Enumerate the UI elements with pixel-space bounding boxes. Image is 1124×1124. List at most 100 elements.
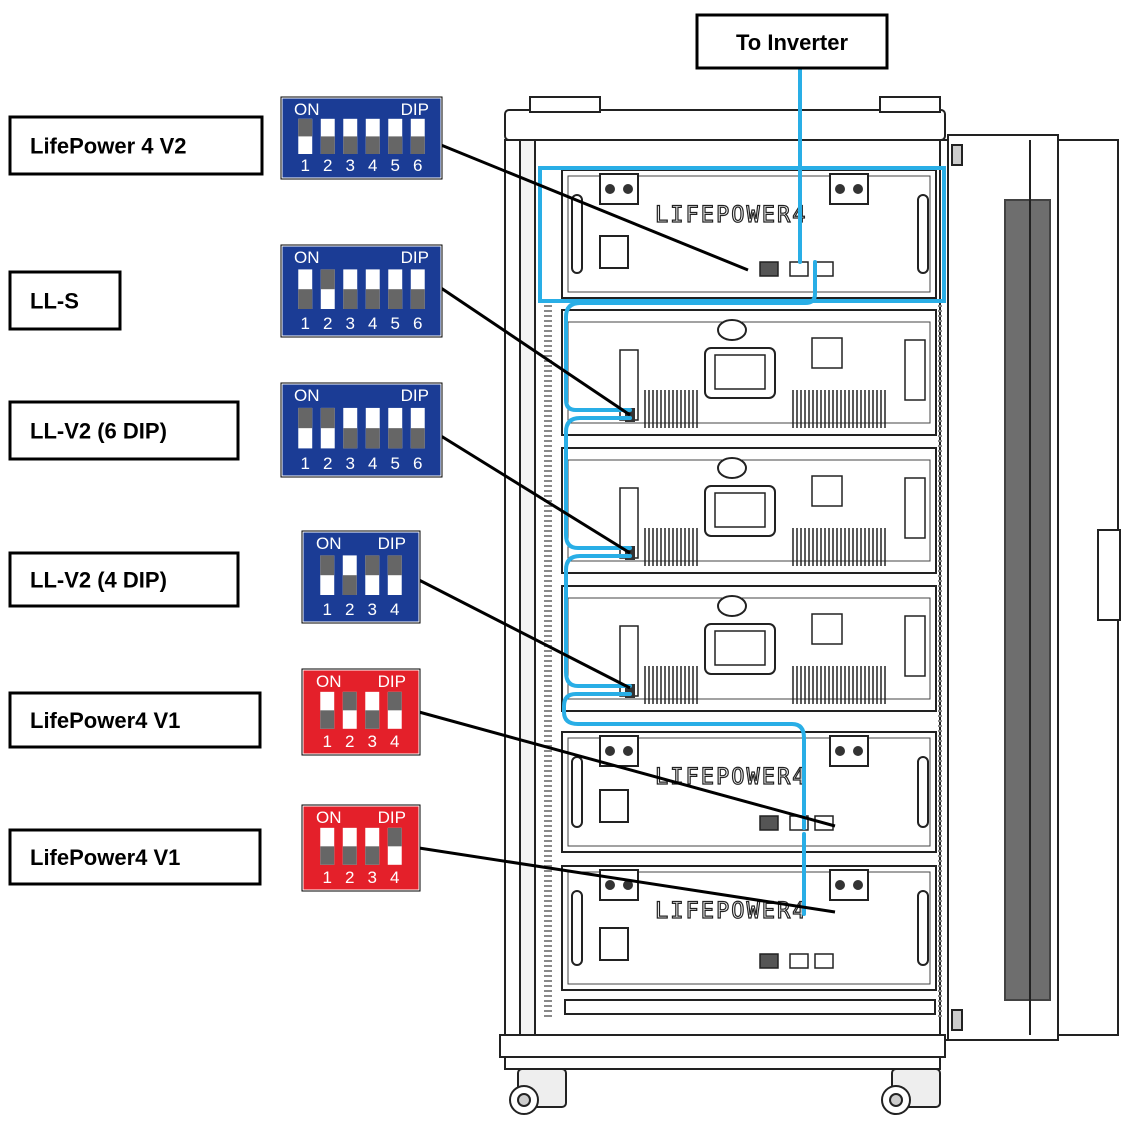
dip-on-label: ON [316,534,342,553]
inverter-label-box [695,13,889,70]
dip-switch-5: 5 [388,407,403,473]
leader-line-5 [418,710,836,828]
dip-switch-number: 6 [413,314,422,333]
dip-on-label: ON [316,672,342,691]
dip-switch-3: 3 [365,555,380,619]
dip-switch-number: 3 [346,314,355,333]
dip-switch-4: 4 [365,269,380,333]
dip-switch-4: 4 [387,691,402,751]
model-label: LL-V2 (6 DIP) [30,419,167,444]
dip-switch-1: 1 [320,555,335,619]
dip-switch-number: 6 [413,454,422,473]
dip-switch-2: 2 [342,555,357,619]
dip-on-label: ON [294,386,320,405]
dip-on-label: ON [294,248,320,267]
dip-switch-number: 1 [323,600,332,619]
cable-ll1-to-ll2 [564,416,632,550]
model-label-box [8,115,264,176]
dip-switch-6: 6 [410,118,425,175]
rack-cabinet [499,96,1121,1115]
inverter-label: To Inverter [736,30,849,55]
dip-switch-number: 2 [323,454,332,473]
dip-switch-5: 5 [388,269,403,333]
model-label: LifePower4 V1 [30,708,180,733]
dip-switch-number: 4 [390,600,399,619]
dip-switch-number: 1 [301,314,310,333]
model-label-box [8,400,240,461]
dip-switch-2: 2 [342,827,357,887]
ll-module-2 [561,447,937,574]
leader-line-3 [440,434,631,555]
dip-title-label: DIP [378,808,406,827]
dip-title-label: DIP [401,100,429,119]
brand-text: LIFEPOWER4 [655,765,807,790]
model-label: LL-S [30,289,79,314]
cable-ll3-to-lp4v1 [562,692,806,830]
ll-module-3 [561,585,937,712]
dip-on-label: ON [294,100,320,119]
dip-switch-3: 3 [343,269,358,333]
leader-line-6 [418,846,836,914]
dip-switch-4: 4 [387,827,402,887]
dip-switch-number: 4 [368,156,377,175]
leader-line-1 [440,143,749,272]
dip-switch-number: 3 [368,868,377,887]
dip-switch-3: 3 [343,407,358,473]
dip-switch-number: 1 [301,156,310,175]
dip-switch-3: 3 [365,827,380,887]
dip-switch-4: 4 [387,555,402,619]
dip-switch-2: 2 [320,269,335,333]
dip-switch-1: 1 [298,118,313,175]
dip-switch-number: 4 [368,454,377,473]
model-label-box [8,691,262,749]
dip-switch-4: 4 [365,118,380,175]
lifepower4-v1-module-2: LIFEPOWER4 [561,865,937,991]
dip-switch-number: 2 [323,314,332,333]
dip-switch-1: 1 [298,407,313,473]
dip-switch-2: 2 [320,407,335,473]
dip-switch-number: 1 [301,454,310,473]
model-label-box [8,270,122,331]
dip-switch-number: 2 [345,600,354,619]
brand-text: LIFEPOWER4 [655,203,807,228]
model-label: LifePower 4 V2 [30,134,187,159]
dip-title-label: DIP [401,248,429,267]
dip-title-label: DIP [378,534,406,553]
dip-switch-number: 5 [391,314,400,333]
dip-switch-2: 2 [342,691,357,751]
dip-switch-number: 4 [368,314,377,333]
lifepower4-v2-module: LIFEPOWER4 [561,169,937,299]
cable-ll2-to-ll3 [564,554,632,688]
dip-title-label: DIP [378,672,406,691]
dip-switch-1: 1 [320,827,335,887]
dip-switch-number: 2 [323,156,332,175]
dip-switch-number: 1 [323,868,332,887]
top-module-highlight [538,166,946,303]
dip-switch-number: 3 [368,600,377,619]
dip-switch-3: 3 [343,118,358,175]
dip-switch-5: 5 [388,118,403,175]
model-label-box [8,551,240,608]
leader-lines [418,143,836,914]
dip-on-label: ON [316,808,342,827]
dip-switch-number: 5 [391,454,400,473]
dip-switch-number: 1 [323,732,332,751]
dip-switch-number: 4 [390,868,399,887]
ll-module-1 [561,309,937,436]
dip-switch-number: 2 [345,732,354,751]
inverter-callout: To Inverter [695,13,889,70]
leader-line-2 [440,286,631,417]
leader-line-4 [418,578,631,690]
dip-title-label: DIP [401,386,429,405]
dip-switch-number: 3 [346,156,355,175]
dip-switch-1: 1 [320,691,335,751]
dip-switch-number: 2 [345,868,354,887]
lifepower4-v1-module-1: LIFEPOWER4 [561,731,937,853]
